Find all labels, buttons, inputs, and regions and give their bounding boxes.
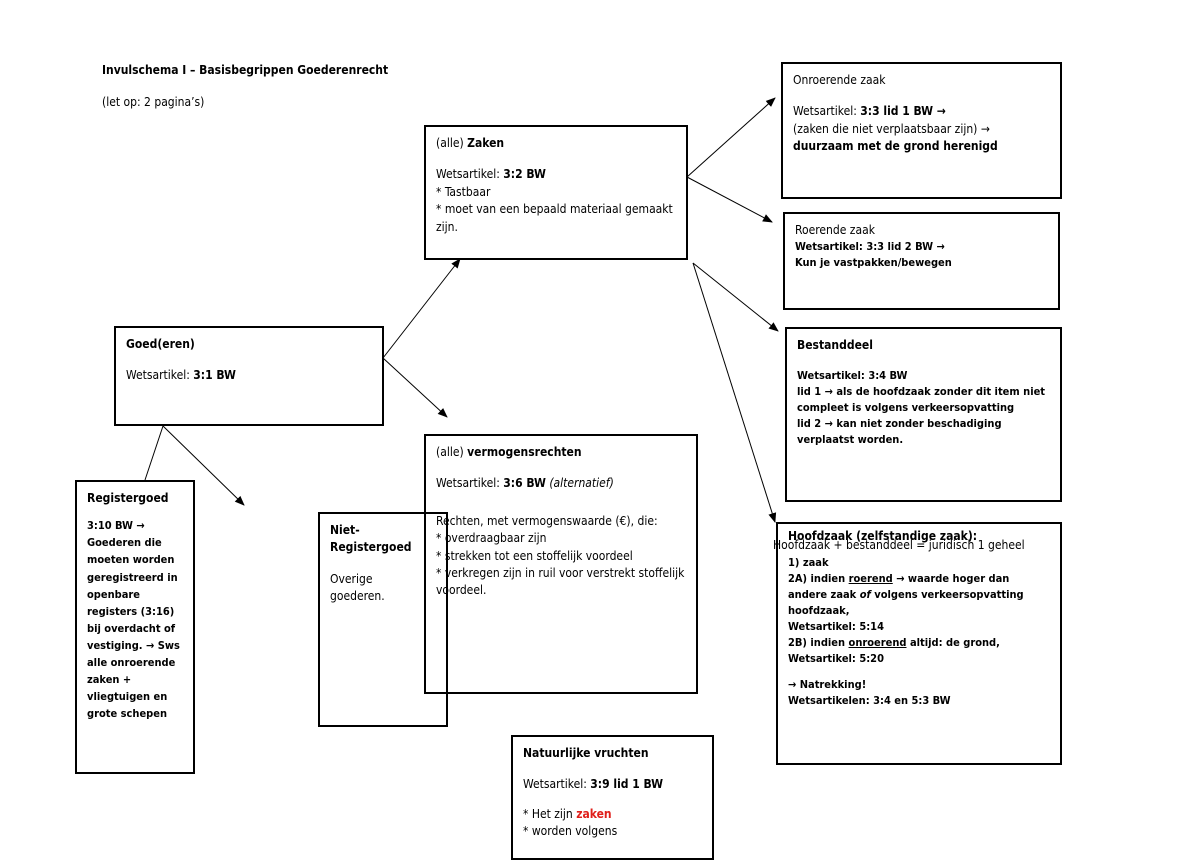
bestanddeel-box: Bestanddeel Wetsartikel: 3:4 BW lid 1 → … bbox=[785, 327, 1062, 502]
zaken-line2: * moet van een bepaald materiaal gemaakt… bbox=[436, 202, 673, 234]
bestanddeel-title: Bestanddeel bbox=[797, 338, 873, 352]
goed-title: Goed(eren) bbox=[126, 337, 195, 351]
vermogensrechten-artikel: Wetsartikel: 3:6 BW (alternatief) bbox=[436, 476, 614, 491]
onroerend-box: Onroerende zaak Wetsartikel: 3:3 lid 1 B… bbox=[781, 62, 1062, 199]
registergoed-box: Registergoed 3:10 BW → Goederen die moet… bbox=[75, 480, 195, 774]
arrow-goed-zaken bbox=[382, 258, 461, 359]
registergoed-body: 3:10 BW → Goederen die moeten worden ger… bbox=[87, 519, 180, 720]
hoofdzaak-line3: Wetsartikel: 5:14 bbox=[788, 620, 884, 634]
niet-registergoed-title: Niet-Registergoed bbox=[330, 523, 412, 555]
page-title: Invulschema I – Basisbegrippen Goederenr… bbox=[102, 63, 389, 77]
arrow-goed-vermogensrechten bbox=[382, 357, 448, 418]
arrow-zaken-hoofdzaak bbox=[692, 262, 777, 523]
hoofdzaak-overlay-text: Hoofdzaak + bestanddeel = juridisch 1 ge… bbox=[773, 538, 1025, 552]
hoofdzaak-line6: → Natrekking! bbox=[788, 677, 867, 691]
onroerend-line1: (zaken die niet verplaatsbaar zijn) → bbox=[793, 121, 990, 136]
onroerend-artikel: Wetsartikel: 3:3 lid 1 BW → bbox=[793, 104, 946, 119]
vermogensrechten-line1: Rechten, met vermogenswaarde (€), die: bbox=[436, 513, 658, 528]
hoofdzaak-line5: Wetsartikel: 5:20 bbox=[788, 652, 884, 666]
niet-registergoed-body: Overige goederen. bbox=[330, 571, 385, 604]
vermogensrechten-line2: * overdraagbaar zijn bbox=[436, 531, 547, 546]
hoofdzaak-line4: 2B) indien onroerend altijd: de grond, bbox=[788, 636, 1000, 650]
zaken-box: (alle) Zaken Wetsartikel: 3:2 BW * Tastb… bbox=[424, 125, 688, 260]
arrow-zaken-roerend bbox=[686, 176, 773, 223]
vruchten-line2: * worden volgens bbox=[523, 824, 618, 839]
roerend-line1: Wetsartikel: 3:3 lid 2 BW → bbox=[795, 240, 945, 254]
vermogensrechten-line4: * verkregen zijn in ruil voor verstrekt … bbox=[436, 565, 685, 598]
zaken-artikel: Wetsartikel: 3:2 BW bbox=[436, 167, 546, 182]
hoofdzaak-line2: 2A) indien roerend → waarde hoger dan an… bbox=[788, 572, 1024, 618]
hoofdzaak-title: Hoofdzaak (zelfstandige zaak): bbox=[788, 529, 978, 543]
vruchten-artikel: Wetsartikel: 3:9 lid 1 BW bbox=[523, 777, 664, 792]
arrow-zaken-onroerend bbox=[686, 97, 776, 178]
vermogensrechten-title: (alle) vermogensrechten bbox=[436, 445, 582, 459]
bestanddeel-line1: Wetsartikel: 3:4 BW bbox=[797, 369, 908, 383]
vruchten-box: Natuurlijke vruchten Wetsartikel: 3:9 li… bbox=[511, 735, 714, 860]
roerend-box: Roerende zaak Wetsartikel: 3:3 lid 2 BW … bbox=[783, 212, 1060, 310]
vermogensrechten-line3: * strekken tot een stoffelijk voordeel bbox=[436, 548, 633, 563]
onroerend-title: Onroerende zaak bbox=[793, 73, 886, 87]
niet-registergoed-box: Niet-Registergoed Overige goederen. bbox=[318, 512, 448, 727]
zaken-title: (alle) Zaken bbox=[436, 136, 505, 150]
hoofdzaak-line1: 1) zaak bbox=[788, 556, 829, 570]
line-goed-registergoed bbox=[144, 425, 164, 481]
hoofdzaak-line7: Wetsartikelen: 3:4 en 5:3 BW bbox=[788, 693, 951, 707]
vruchten-title: Natuurlijke vruchten bbox=[523, 746, 649, 760]
hoofdzaak-box: Hoofdzaak (zelfstandige zaak): 1) zaak 2… bbox=[776, 522, 1062, 765]
roerend-title: Roerende zaak bbox=[795, 223, 875, 237]
vermogensrechten-box: (alle) vermogensrechten Wetsartikel: 3:6… bbox=[424, 434, 698, 694]
goed-artikel: Wetsartikel: 3:1 BW bbox=[126, 368, 236, 383]
bestanddeel-line2: lid 1 → als de hoofdzaak zonder dit item… bbox=[797, 385, 1046, 415]
arrow-zaken-bestanddeel bbox=[692, 262, 779, 332]
goed-box: Goed(eren) Wetsartikel: 3:1 BW bbox=[114, 326, 384, 426]
zaken-line1: * Tastbaar bbox=[436, 184, 491, 199]
vruchten-line1: * Het zijn zaken bbox=[523, 806, 612, 821]
page-note: (let op: 2 pagina’s) bbox=[102, 95, 205, 109]
registergoed-title: Registergoed bbox=[87, 491, 169, 505]
onroerend-line2: duurzaam met de grond herenigd bbox=[793, 139, 998, 154]
bestanddeel-line3: lid 2 → kan niet zonder beschadiging ver… bbox=[797, 417, 1002, 447]
arrow-goed-niet-registergoed bbox=[162, 425, 245, 506]
roerend-line2: Kun je vastpakken/bewegen bbox=[795, 256, 952, 270]
